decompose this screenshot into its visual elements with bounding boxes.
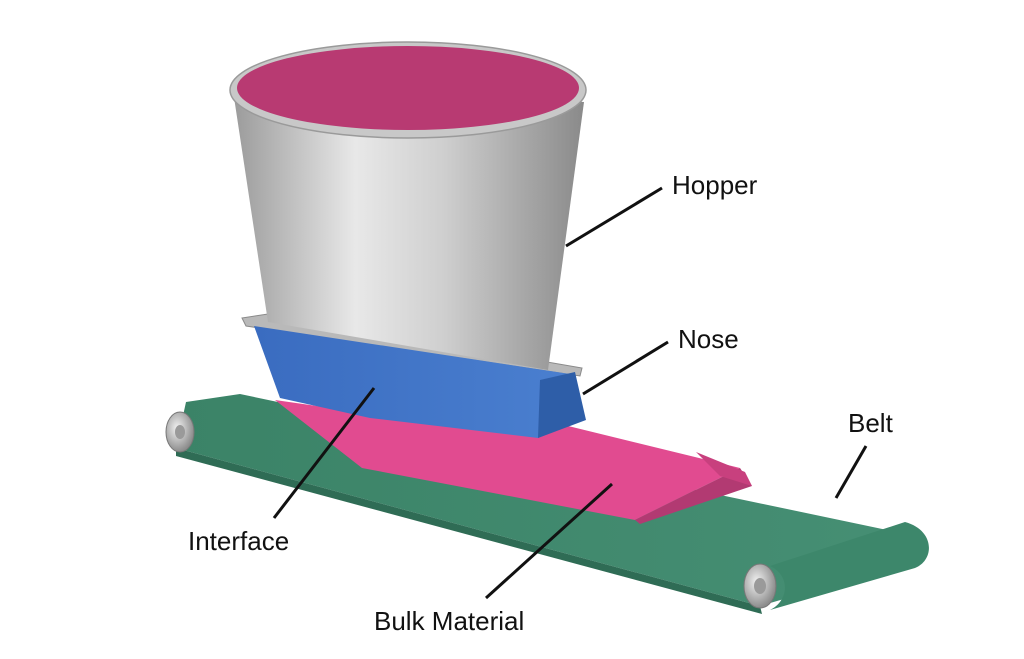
nose-label: Nose (678, 324, 739, 354)
left-roller-hub (175, 425, 185, 439)
nose-leader-line (582, 340, 669, 396)
interface-label: Interface (188, 526, 290, 556)
right-roller-hub (754, 578, 766, 594)
hopper-label: Hopper (672, 170, 758, 200)
bulk-material-label: Bulk Material (374, 606, 525, 636)
belt-label: Belt (848, 408, 893, 438)
hopper-leader-line (565, 186, 663, 248)
bulk-material-leader-line (484, 482, 614, 600)
interface-leader-line (272, 387, 376, 519)
belt-front-edge (176, 448, 762, 614)
bulk-material-end (696, 452, 752, 486)
hopper-wall (232, 84, 584, 370)
hopper-opening (237, 46, 579, 130)
interface-nose (538, 372, 586, 438)
belt-leader-line (834, 445, 868, 499)
leader-lines (272, 186, 868, 600)
bulk-material-top (275, 400, 740, 520)
bulk-material-side (635, 468, 752, 524)
belt-right-end (770, 522, 929, 610)
interface-body (254, 326, 584, 438)
hopper (229, 41, 587, 370)
bulk-material (275, 400, 752, 524)
